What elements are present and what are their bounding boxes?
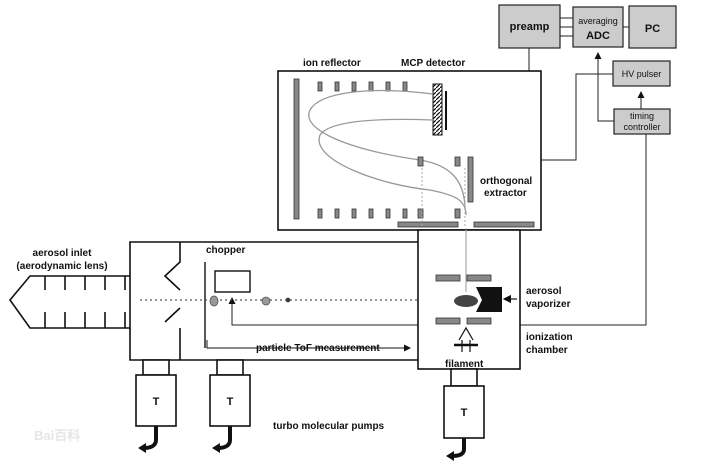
pump-3-label: T [461,407,468,419]
preamp-label: preamp [510,21,550,33]
pc-box: PC [628,5,677,49]
aerodynamic-lens [8,275,131,329]
pc-label: PC [645,23,660,35]
hv-pulser-label: HV pulser [622,69,662,79]
turbo-pump-1 [135,359,177,453]
timing-controller-box: timing controller [613,108,671,135]
ion-reflector [293,78,408,220]
tof-signal-line [206,340,411,352]
chopper [204,262,251,348]
averaging-label: averaging [578,16,618,26]
filament-label: filament [445,359,484,370]
extractor-label: extractor [484,188,527,199]
particle-tof-chamber [129,241,418,361]
turbo-pumps-label: turbo molecular pumps [273,421,385,432]
ion-flight-paths [308,89,467,216]
aerosol-vaporizer [454,287,502,312]
particle-tof-label: particle ToF measurement [256,343,380,354]
controller-label: controller [623,122,660,132]
ionization-label-2: chamber [526,345,568,356]
ion-reflector-label: ion reflector [303,58,361,69]
timing-label: timing [630,111,654,121]
orthogonal-extractor [397,156,535,228]
watermark-logo: Bai百科 [34,428,80,443]
turbo-pump-3 [443,368,485,461]
orthogonal-label: orthogonal [480,176,532,187]
aerosol-vaporizer-label-1: aerosol [526,286,562,297]
filament [454,326,478,352]
ion-optics [435,274,492,325]
mcp-detector-label: MCP detector [401,58,465,69]
skimmer-bottom [164,307,181,323]
particles [209,295,291,307]
aerosol-inlet-label: aerosol inlet [33,248,93,259]
adc-box: averaging ADC [572,6,624,48]
hv-pulser-box: HV pulser [612,60,671,87]
aerodynamic-lens-label: (aerodynamic lens) [16,261,107,272]
pump-1-label: T [153,396,160,408]
aerosol-vaporizer-label-2: vaporizer [526,299,571,310]
pump-2-label: T [227,396,234,408]
adc-label: ADC [586,30,610,42]
ionization-label-1: ionization [526,332,573,343]
chopper-label: chopper [206,245,246,256]
tof-chamber [277,70,542,231]
mcp-detector [432,83,447,136]
turbo-pump-2 [209,359,251,453]
preamp-box: preamp [498,4,561,49]
